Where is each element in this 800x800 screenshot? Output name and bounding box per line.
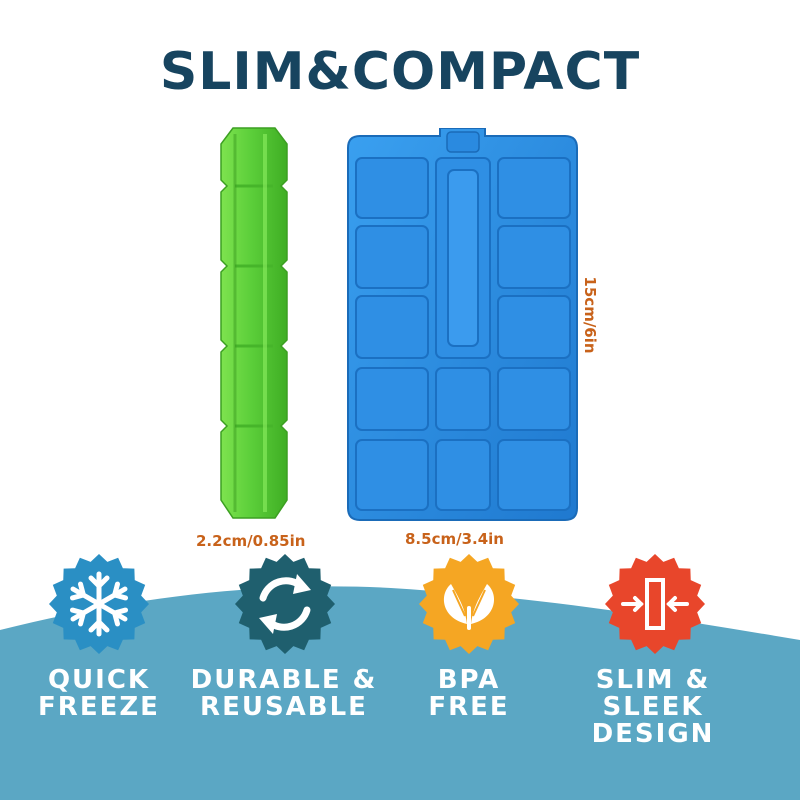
feature-caption-durable-reusable: DURABLE & REUSABLE bbox=[190, 665, 378, 722]
green-ice-pack-image bbox=[220, 127, 288, 519]
thickness-dimension-label: 2.2cm/0.85in bbox=[196, 532, 306, 550]
width-dimension-label: 8.5cm/3.4in bbox=[405, 530, 504, 548]
badge-starburst bbox=[419, 554, 519, 654]
snowflake-icon bbox=[49, 554, 149, 654]
feature-caption-slim-sleek: SLIM & SLEEK DESIGN bbox=[591, 665, 715, 749]
badge-starburst bbox=[235, 554, 335, 654]
page-title: SLIM&COMPACT bbox=[159, 42, 641, 102]
feature-caption-bpa-free: BPA FREE bbox=[428, 665, 510, 722]
badge-starburst bbox=[605, 554, 705, 654]
compress-arrows-icon bbox=[605, 554, 705, 654]
feature-caption-quick-freeze: QUICK FREEZE bbox=[38, 665, 160, 722]
leaf-icon bbox=[419, 554, 519, 654]
blue-ice-pack-image bbox=[347, 128, 578, 521]
recycle-arrows-icon bbox=[235, 554, 335, 654]
